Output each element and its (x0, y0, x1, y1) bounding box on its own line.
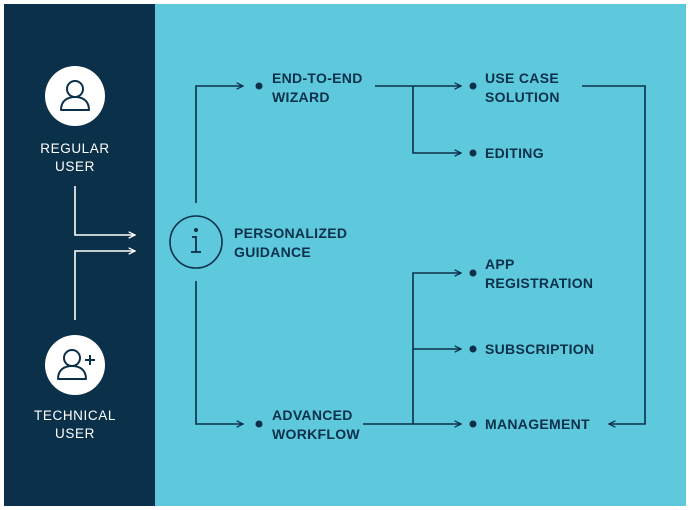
management-bullet (469, 420, 477, 428)
info-icon (169, 215, 223, 269)
regular-user-connector (74, 186, 135, 235)
editing-bullet (469, 149, 477, 157)
use-case-to-management-connector (582, 85, 646, 424)
wizard-bullet (255, 82, 263, 90)
wizard-to-editing-connector (412, 86, 461, 153)
app-registration-bullet (469, 269, 477, 277)
regular-user-label: REGULAR USER (40, 141, 110, 174)
subscription-label: SUBSCRIPTION (485, 341, 595, 357)
subscription-bullet (469, 345, 477, 353)
technical-user-label: TECHNICAL USER (34, 408, 116, 441)
use-case-label: USE CASE SOLUTION (485, 70, 560, 105)
user-icon (60, 80, 90, 111)
guidance-label: PERSONALIZED GUIDANCE (234, 225, 348, 260)
workflow-to-app-registration-connector (412, 273, 461, 424)
app-registration-label: APP REGISTRATION (485, 256, 594, 291)
workflow-label: ADVANCED WORKFLOW (272, 407, 360, 442)
use-case-bullet (469, 82, 477, 90)
user-sidebar: REGULAR USER TECHNICAL USER (4, 4, 155, 506)
workflow-bullet (255, 420, 263, 428)
editing-label: EDITING (485, 145, 544, 161)
guidance-to-workflow-connector (195, 281, 243, 424)
flow-connectors (74, 4, 646, 506)
regular-user-avatar (45, 66, 105, 126)
technical-user-connector (74, 251, 135, 320)
user-add-icon (57, 349, 95, 380)
management-label: MANAGEMENT (485, 416, 590, 432)
technical-user-avatar (45, 335, 105, 395)
guidance-to-wizard-connector (195, 86, 243, 203)
wizard-label: END-TO-END WIZARD (272, 70, 363, 105)
diagram-canvas: REGULAR USER TECHNICAL USER (4, 4, 686, 506)
